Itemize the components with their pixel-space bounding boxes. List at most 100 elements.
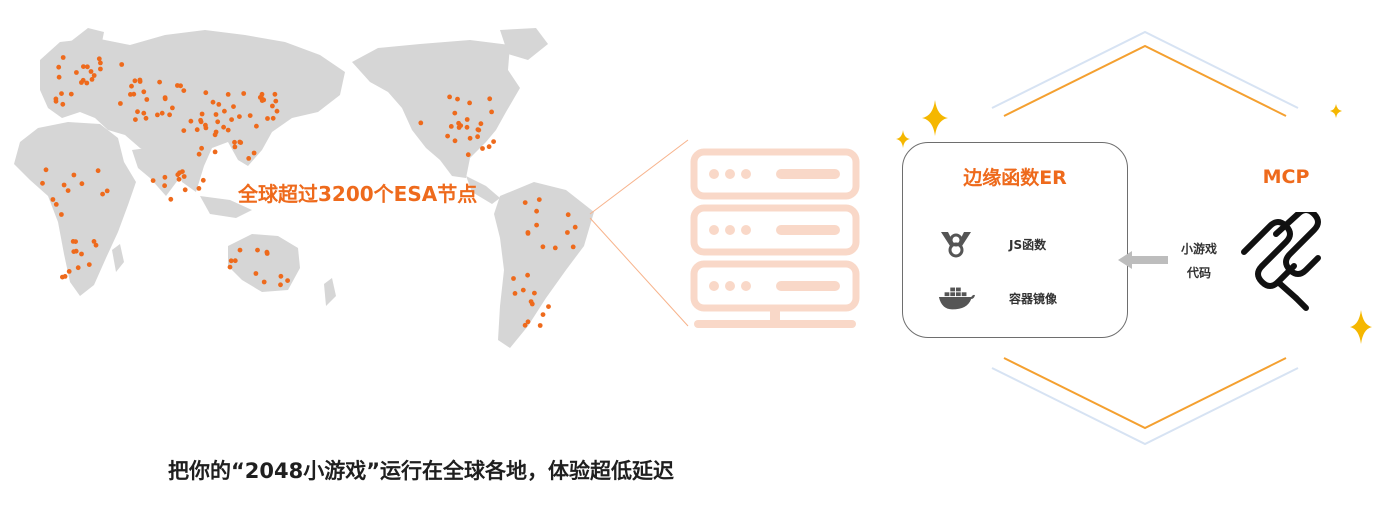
esa-node-dot [144, 97, 150, 102]
code-label-line2: 代码 [1186, 266, 1211, 280]
esa-node-dot [525, 319, 531, 325]
central-america-shape [466, 176, 500, 204]
esa-node-dot [464, 124, 470, 130]
esa-node-dot [59, 91, 64, 96]
esa-node-dot [182, 187, 188, 193]
esa-node-dot [476, 127, 482, 133]
world-map [14, 28, 594, 348]
esa-node-dot [181, 88, 187, 93]
esa-node-dot [61, 182, 67, 188]
esa-node-dot [536, 197, 542, 203]
esa-node-dot [68, 91, 74, 97]
esa-node-dot [127, 92, 133, 97]
esa-node-dot [237, 247, 243, 253]
esa-node-dot [229, 117, 235, 122]
sparkle-small-icon [896, 130, 910, 148]
esa-node-dot [60, 55, 66, 60]
esa-node-dot [203, 122, 208, 128]
esa-node-dot [222, 108, 227, 114]
esa-node-dot [448, 124, 454, 129]
esa-node-dot [491, 139, 496, 145]
esa-node-dot [98, 60, 103, 66]
v8-engine-icon [937, 229, 975, 259]
map-landmasses [14, 28, 594, 348]
esa-node-dot [199, 145, 205, 151]
esa-node-dot [261, 279, 267, 285]
esa-node-dot [273, 98, 279, 104]
esa-node-dot [237, 139, 243, 145]
esa-node-dot [486, 144, 492, 150]
esa-node-dot [79, 181, 85, 187]
esa-node-dot [141, 89, 147, 95]
esa-node-dot [131, 91, 137, 97]
esa-node-dot [62, 274, 68, 279]
se-asia-shape [200, 196, 252, 218]
esa-node-dot [467, 100, 472, 106]
esa-node-dot [168, 196, 174, 202]
south-america-shape [494, 182, 594, 348]
esa-node-dot [522, 200, 528, 206]
scandinavia-shape [70, 28, 104, 58]
esa-node-dot [546, 304, 551, 309]
esa-node-dot [159, 110, 165, 116]
esa-node-dot [181, 174, 187, 179]
esa-node-dot [455, 96, 460, 102]
esa-node-dot [155, 112, 160, 118]
new-zealand-shape [324, 278, 336, 306]
esa-node-dot [216, 102, 222, 107]
eurasia-shape [40, 30, 345, 192]
esa-node-dot [181, 128, 187, 134]
esa-node-dot [241, 91, 247, 96]
esa-node-dot [537, 323, 543, 328]
esa-node-dot [247, 113, 253, 118]
node-count-headline: 全球超过3200个ESA节点 [238, 182, 478, 206]
esa-node-dot [225, 127, 231, 133]
esa-node-dot [525, 230, 531, 235]
esa-node-dot [465, 152, 471, 158]
esa-node-dot [199, 111, 205, 117]
esa-node-dot [188, 118, 194, 124]
esa-node-dot [56, 74, 62, 80]
esa-node-dot [175, 83, 180, 88]
mcp-title: MCP [1262, 166, 1310, 188]
mcp-logo-icon [1241, 212, 1321, 311]
edge-function-panel: 边缘函数ER JS函数 容器镜像 [902, 142, 1128, 338]
esa-node-dot [79, 251, 84, 257]
esa-node-dot [133, 117, 138, 122]
esa-node-dot [270, 103, 275, 109]
esa-node-dot [534, 208, 539, 214]
esa-node-dot [73, 239, 78, 245]
esa-node-dot [232, 139, 237, 145]
esa-node-dot [572, 224, 578, 230]
esa-node-dot [213, 129, 219, 135]
esa-node-dot [71, 172, 77, 178]
esa-node-dot [203, 90, 209, 96]
esa-node-dots [40, 55, 578, 328]
esa-node-dot [552, 245, 558, 251]
esa-node-dot [65, 188, 71, 194]
esa-node-dot [418, 120, 424, 126]
esa-node-dot [43, 167, 49, 173]
esa-node-dot [71, 249, 77, 255]
esa-node-dot [270, 115, 276, 121]
esa-node-dot [480, 146, 485, 151]
esa-node-dot [59, 212, 64, 217]
esa-node-dot [251, 150, 257, 156]
esa-node-dot [85, 64, 90, 70]
sparkle-icon [922, 100, 948, 136]
esa-node-dot [194, 127, 200, 133]
hexagon-frame [991, 30, 1299, 446]
js-function-item: JS函数 [937, 229, 1046, 259]
esa-node-dot [91, 239, 97, 244]
esa-node-dot [84, 80, 90, 86]
greenland-shape [500, 28, 548, 60]
esa-node-dot [176, 176, 182, 182]
esa-node-dot [532, 290, 537, 296]
esa-node-dot [489, 109, 494, 115]
docker-whale-icon [937, 283, 975, 313]
esa-node-dot [452, 138, 458, 144]
esa-node-dot [132, 78, 138, 84]
esa-node-dot [135, 109, 140, 115]
esa-node-dot [540, 312, 546, 317]
madagascar-shape [112, 244, 124, 272]
